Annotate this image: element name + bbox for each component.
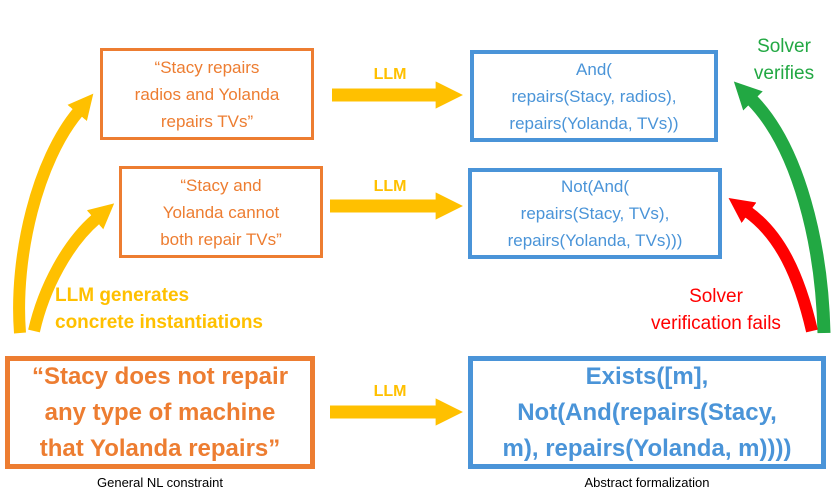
instantiation-arrow-top — [13, 93, 94, 334]
llm-arrow-label-2: LLM — [373, 178, 407, 195]
llm-arrow-label-3: LLM — [373, 383, 407, 400]
llm-generates-label: LLM generates concrete instantiations — [55, 285, 263, 333]
caption-abstract-formalization: Abstract formalization — [584, 475, 710, 490]
solver-fails-arrow — [728, 198, 818, 333]
instantiation-arrow-middle — [28, 203, 115, 333]
solver-fails-label: Solver verification fails — [651, 286, 781, 334]
llm-arrow-label-1: LLM — [373, 66, 407, 83]
nl-box-concrete-1: “Stacy repairs radios and Yolanda repair… — [100, 48, 314, 140]
formal-box-1: And( repairs(Stacy, radios), repairs(Yol… — [470, 50, 718, 142]
solver-verifies-label: Solver verifies — [753, 36, 815, 84]
solver-verifies-arrow — [733, 81, 831, 334]
nl-box-concrete-2: “Stacy and Yolanda cannot both repair TV… — [119, 166, 323, 258]
formal-box-general: Exists([m], Not(And(repairs(Stacy, m), r… — [468, 356, 826, 469]
formal-box-2: Not(And( repairs(Stacy, TVs), repairs(Yo… — [468, 168, 722, 259]
nl-box-general: “Stacy does not repair any type of machi… — [5, 356, 315, 469]
caption-nl-constraint: General NL constraint — [97, 475, 223, 490]
